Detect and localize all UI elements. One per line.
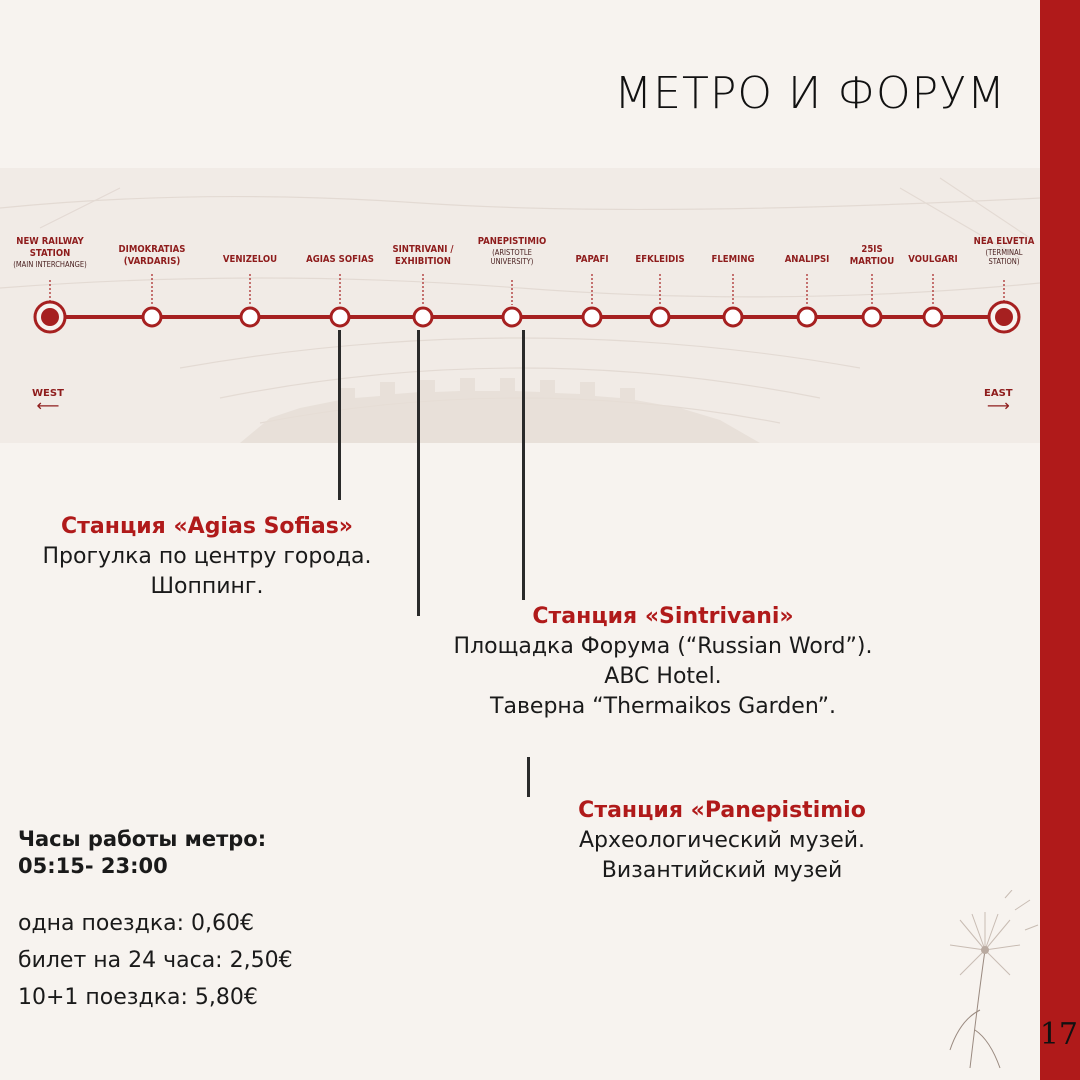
direction-west: WEST ⟵ [32, 388, 64, 415]
station-label: VOULGARI [908, 254, 958, 266]
page-title: МЕТРО И ФОРУМ [614, 68, 1006, 119]
arrow-left-icon: ⟵ [36, 396, 60, 415]
callout-heading: Станция «Sintrivani» [532, 604, 794, 629]
dandelion-decoration-icon [949, 890, 1039, 1069]
callout-sintrivani: Станция «Sintrivani» Площадка Форума (“R… [454, 602, 873, 722]
station-marker [796, 306, 818, 328]
pointer-panepistimio [527, 757, 530, 797]
station-label: FLEMING [712, 254, 755, 266]
callout-line: Византийский музей [601, 858, 843, 883]
station-name-line: (VARDARIS) [123, 255, 181, 267]
callout-line: Археологический музей. [578, 828, 866, 853]
station-marker [722, 306, 744, 328]
station-label: DIMOKRATIAS(VARDARIS) [119, 244, 186, 268]
callout-line: Прогулка по центру города. [42, 544, 372, 569]
arrow-right-icon: ⟶ [986, 396, 1010, 415]
accent-sidebar [1040, 0, 1080, 1080]
station-label: NEA ELVETIA(TERMINAL STATION) [973, 236, 1035, 267]
callout-line: ABC Hotel. [604, 664, 722, 689]
station-marker [922, 306, 944, 328]
station-marker [861, 306, 883, 328]
station-label: VENIZELOU [223, 254, 277, 266]
callout-line: Площадка Форума (“Russian Word”). [453, 634, 873, 659]
station-subtitle: (ARISTOTLE UNIVERSITY) [490, 247, 534, 267]
page-number: 17 [1039, 1017, 1078, 1052]
station-marker [329, 306, 351, 328]
station-name-line: NEW RAILWAY [16, 236, 84, 247]
metro-line-svg [33, 274, 1021, 334]
station-label: ANALIPSI [785, 254, 830, 266]
station-subtitle: (MAIN INTERCHANGE) [13, 259, 87, 269]
station-label: AGIAS SOFIAS [306, 254, 374, 266]
terminal-station-marker [995, 308, 1013, 326]
west-label: WEST [32, 388, 64, 399]
station-name-line: DIMOKRATIAS [118, 244, 186, 255]
station-name-line: EXHIBITION [395, 255, 451, 267]
pointer-agias-sofias [338, 330, 341, 500]
station-name-line: MARTIOU [849, 255, 895, 267]
station-name-line: ANALIPSI [784, 254, 830, 265]
station-marker [501, 306, 523, 328]
ticket-prices: одна поездка: 0,60€ билет на 24 часа: 2,… [18, 905, 293, 1016]
station-label: PANEPISTIMIO(ARISTOTLE UNIVERSITY) [478, 236, 547, 267]
station-subtitle: (TERMINAL STATION) [985, 247, 1023, 267]
station-name-line: AGIAS SOFIAS [306, 254, 374, 265]
station-label: EFKLEIDIS [635, 254, 684, 266]
price-item: билет на 24 часа: 2,50€ [18, 948, 293, 973]
hours-label: Часы работы метро: [18, 827, 267, 851]
station-label: PAPAFI [575, 254, 608, 266]
station-marker [412, 306, 434, 328]
callout-panepistimio: Станция «Panepistimio Археологический му… [578, 796, 866, 886]
metro-hours: Часы работы метро: 05:15- 23:00 [18, 826, 266, 880]
station-name-line: SINTRIVANI / [392, 244, 454, 255]
price-item: 10+1 поездка: 5,80€ [18, 985, 258, 1010]
callout-line: Таверна “Thermaikos Garden”. [490, 694, 836, 719]
hours-value: 05:15- 23:00 [18, 854, 168, 878]
terminal-station-marker [41, 308, 59, 326]
station-label: SINTRIVANI /EXHIBITION [392, 244, 453, 268]
station-name-line: 25IS [861, 244, 883, 255]
station-name-line: VENIZELOU [222, 254, 278, 265]
callout-heading: Станция «Panepistimio [578, 798, 866, 823]
station-name-line: PANEPISTIMIO [477, 236, 547, 247]
station-name-line: NEA ELVETIA [973, 236, 1035, 247]
station-marker [581, 306, 603, 328]
station-marker [239, 306, 261, 328]
station-name-line: EFKLEIDIS [635, 254, 685, 265]
station-name-line: PAPAFI [575, 254, 609, 265]
callout-line: Шоппинг. [150, 574, 264, 599]
station-marker [141, 306, 163, 328]
callout-heading: Станция «Agias Sofias» [61, 514, 353, 539]
price-item: одна поездка: 0,60€ [18, 911, 254, 936]
direction-east: EAST ⟶ [984, 388, 1013, 415]
callout-agias-sofias: Станция «Agias Sofias» Прогулка по центр… [42, 512, 371, 602]
east-label: EAST [984, 388, 1013, 399]
map-background-decoration [0, 177, 1040, 443]
station-name-line: FLEMING [711, 254, 755, 265]
station-marker [649, 306, 671, 328]
station-name-line: VOULGARI [908, 254, 958, 265]
pointer-sintrivani-label [522, 330, 525, 600]
pointer-sintrivani [417, 330, 420, 616]
station-name-line: STATION [29, 247, 71, 259]
